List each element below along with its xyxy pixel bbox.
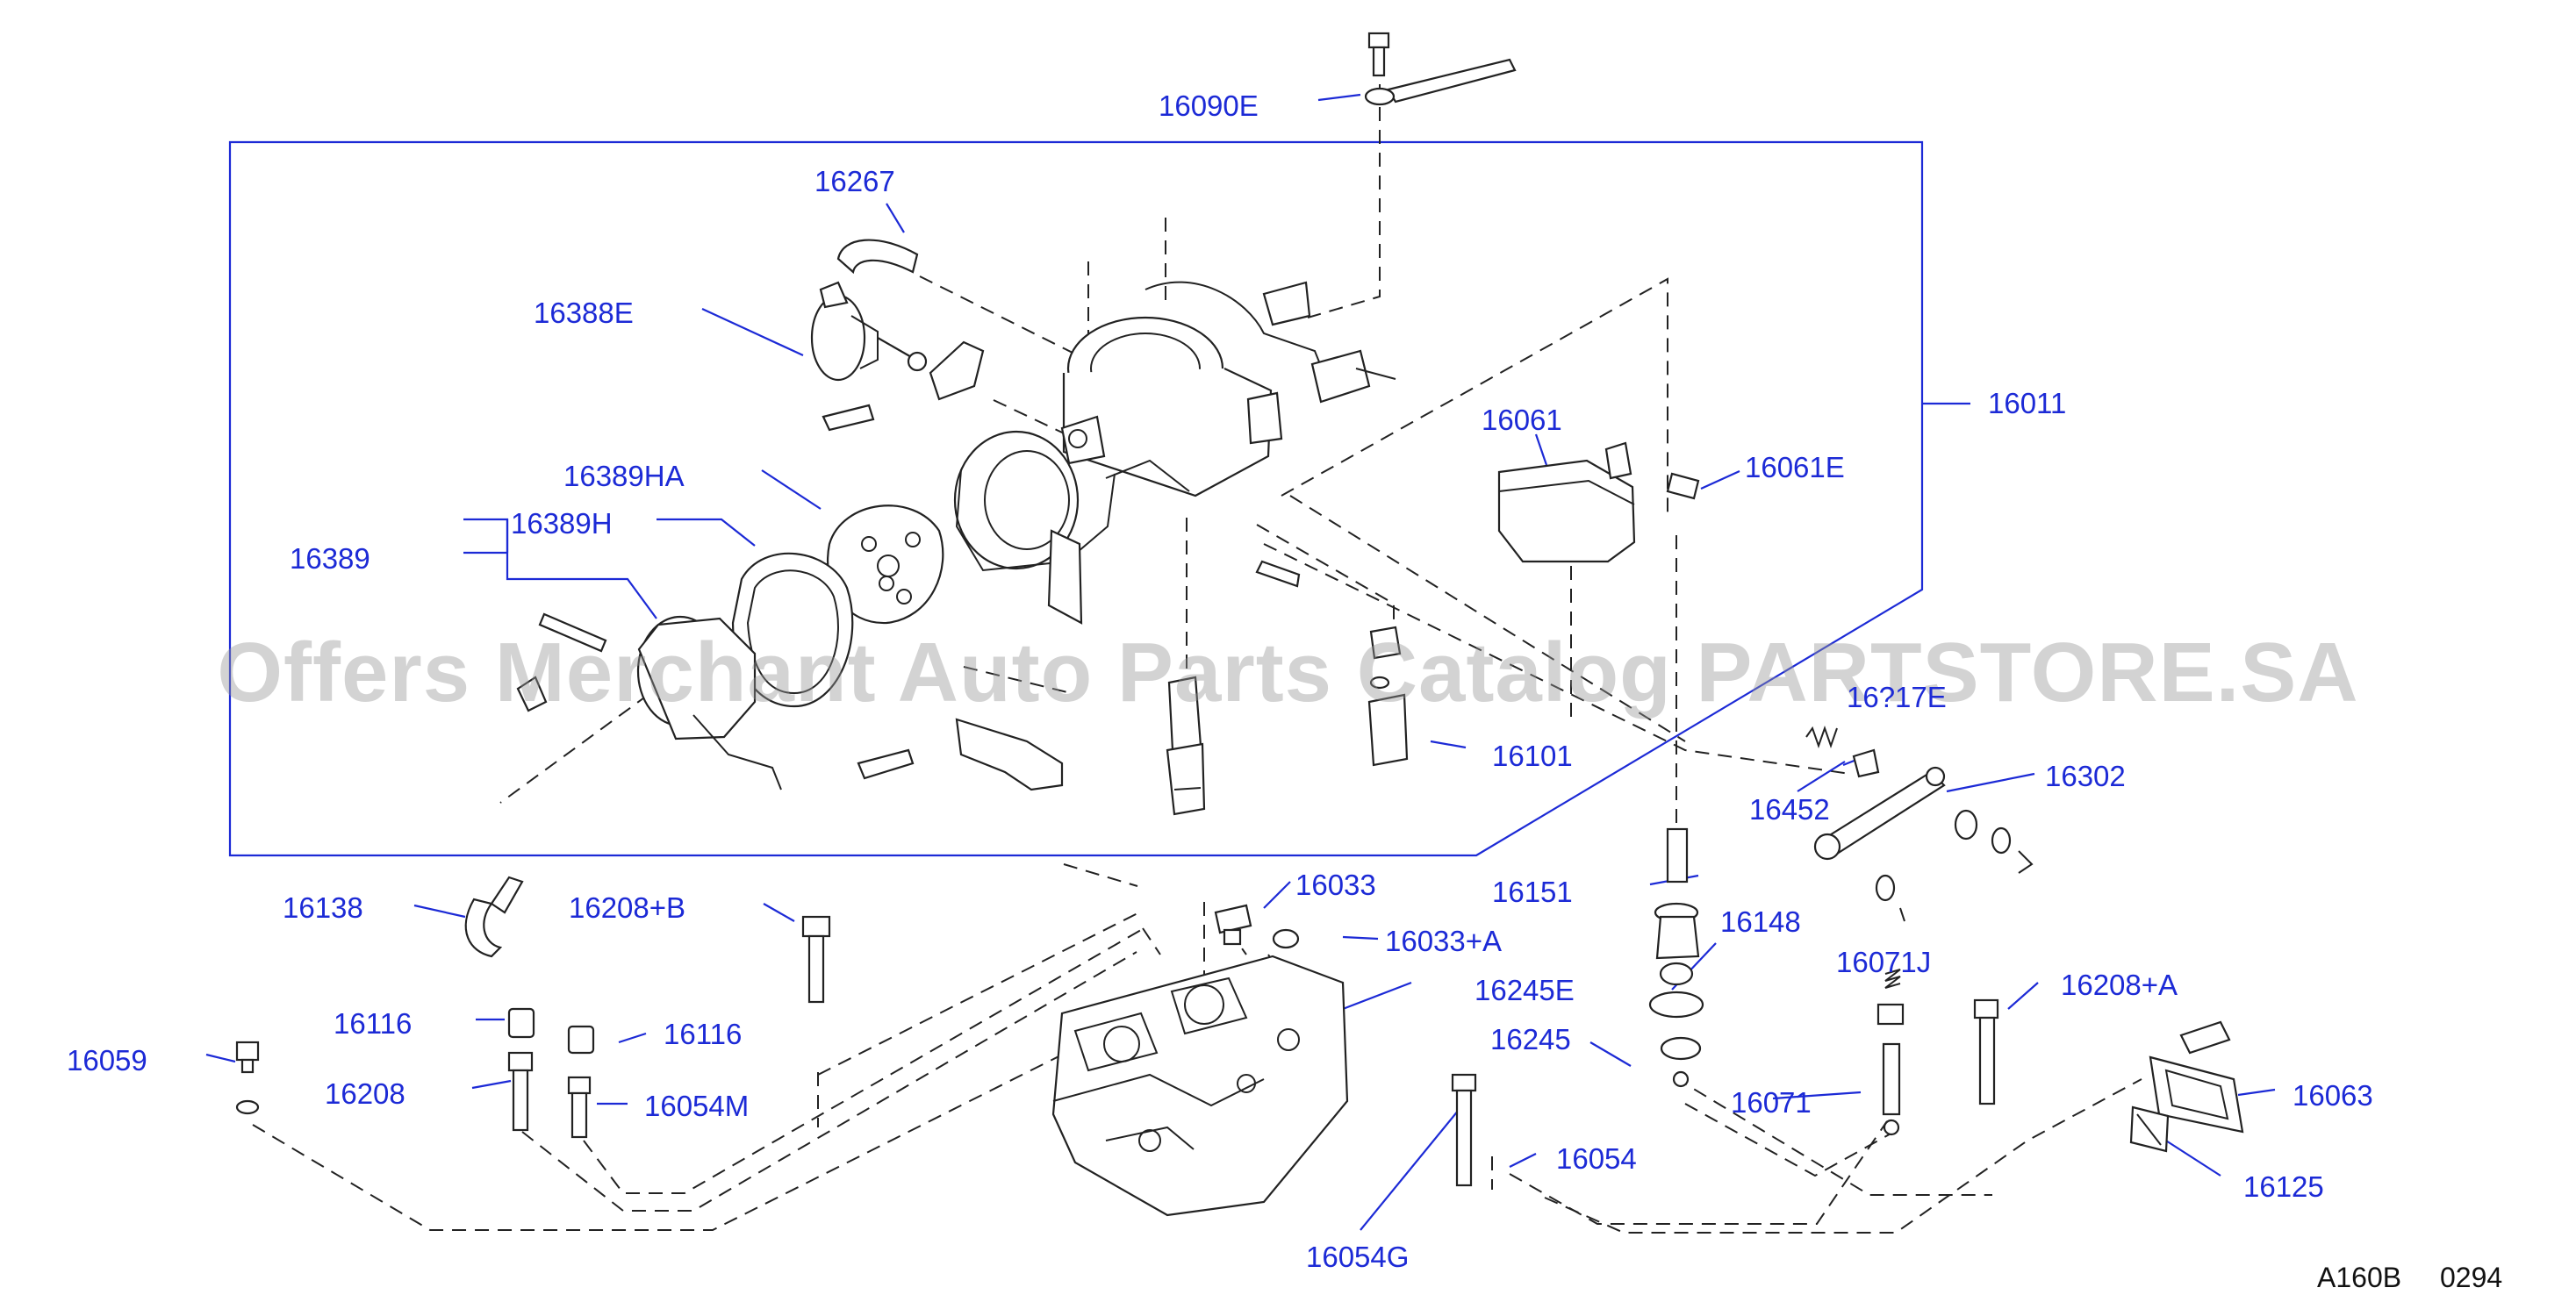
part-ground-strap — [1364, 32, 1517, 106]
callout-16148[interactable]: 16148 — [1720, 905, 1801, 938]
part-clip-16138 — [464, 876, 524, 958]
callout-16033a[interactable]: 16033+A — [1385, 925, 1503, 957]
part-injector-flange — [827, 504, 944, 625]
part-plug-16033 — [1214, 904, 1300, 949]
callout-16090e[interactable]: 16090E — [1159, 89, 1259, 122]
part-injection-unit-16061 — [1497, 441, 1700, 563]
callout-16101[interactable]: 16101 — [1492, 740, 1573, 772]
callout-16151[interactable]: 16151 — [1492, 876, 1573, 908]
part-vacuum-hose — [836, 239, 919, 275]
callout-16116-left[interactable]: 16116 — [334, 1007, 413, 1040]
callout-16061e[interactable]: 16061E — [1745, 451, 1845, 483]
diagram-date: 0294 — [2440, 1262, 2503, 1293]
part-fuel-injector — [1166, 676, 1206, 816]
callout-16061[interactable]: 16061 — [1482, 404, 1562, 436]
callout-16389h[interactable]: 16389H — [511, 507, 613, 540]
part-injection-valve-16071j — [1876, 969, 1905, 1136]
part-bolt-16208a — [1973, 998, 1999, 1105]
leader-lines — [205, 93, 2276, 1231]
part-spring-16452 — [1805, 725, 1880, 778]
callout-16245e[interactable]: 16245E — [1475, 974, 1575, 1006]
part-bolt-16208b — [801, 915, 831, 1004]
callout-16208b[interactable]: 16208+B — [569, 891, 686, 924]
callout-16302[interactable]: 16302 — [2045, 760, 2126, 792]
callout-partial-label[interactable]: 16?17E — [1847, 681, 1947, 713]
callout-16245[interactable]: 16245 — [1490, 1023, 1571, 1055]
callout-16033[interactable]: 16033 — [1295, 869, 1376, 901]
callout-16452[interactable]: 16452 — [1749, 793, 1830, 826]
callout-16388e[interactable]: 16388E — [534, 297, 634, 329]
callout-16071[interactable]: 16071 — [1731, 1086, 1812, 1119]
callout-16054[interactable]: 16054 — [1556, 1142, 1637, 1175]
part-screw-16059 — [235, 1041, 260, 1115]
part-studs — [507, 1051, 1477, 1187]
callout-16208[interactable]: 16208 — [325, 1077, 405, 1110]
part-pressure-regulator-16151 — [1648, 827, 1704, 1088]
part-diaphragm-actuator — [810, 281, 985, 432]
part-nuts-16116 — [507, 1007, 595, 1055]
callout-16125[interactable]: 16125 — [2243, 1170, 2324, 1203]
diagram-code: A160B — [2317, 1262, 2402, 1293]
callout-16054g[interactable]: 16054G — [1306, 1241, 1410, 1273]
part-throttle-chamber-body — [1051, 955, 1349, 1217]
callout-16054m[interactable]: 16054M — [644, 1090, 750, 1122]
callout-16267[interactable]: 16267 — [814, 165, 895, 197]
part-throttle-lever-16302 — [1813, 766, 2034, 922]
callout-16389[interactable]: 16389 — [290, 542, 370, 575]
callout-16208a[interactable]: 16208+A — [2061, 969, 2178, 1001]
callout-16011[interactable]: 16011 — [1988, 387, 2067, 419]
callout-16389ha[interactable]: 16389HA — [563, 460, 685, 492]
assembly-boundary — [228, 140, 1924, 857]
callout-16063[interactable]: 16063 — [2293, 1079, 2373, 1112]
part-injector — [516, 612, 782, 790]
callout-16059[interactable]: 16059 — [67, 1044, 147, 1077]
callout-16138[interactable]: 16138 — [283, 891, 363, 924]
part-cover-16063 — [2129, 1020, 2244, 1153]
callout-16116-right[interactable]: 16116 — [664, 1018, 743, 1050]
part-bracket — [857, 560, 1409, 791]
part-gasket — [731, 552, 854, 708]
callout-16071j[interactable]: 16071J — [1836, 946, 1932, 978]
part-throttle-body — [953, 281, 1396, 625]
